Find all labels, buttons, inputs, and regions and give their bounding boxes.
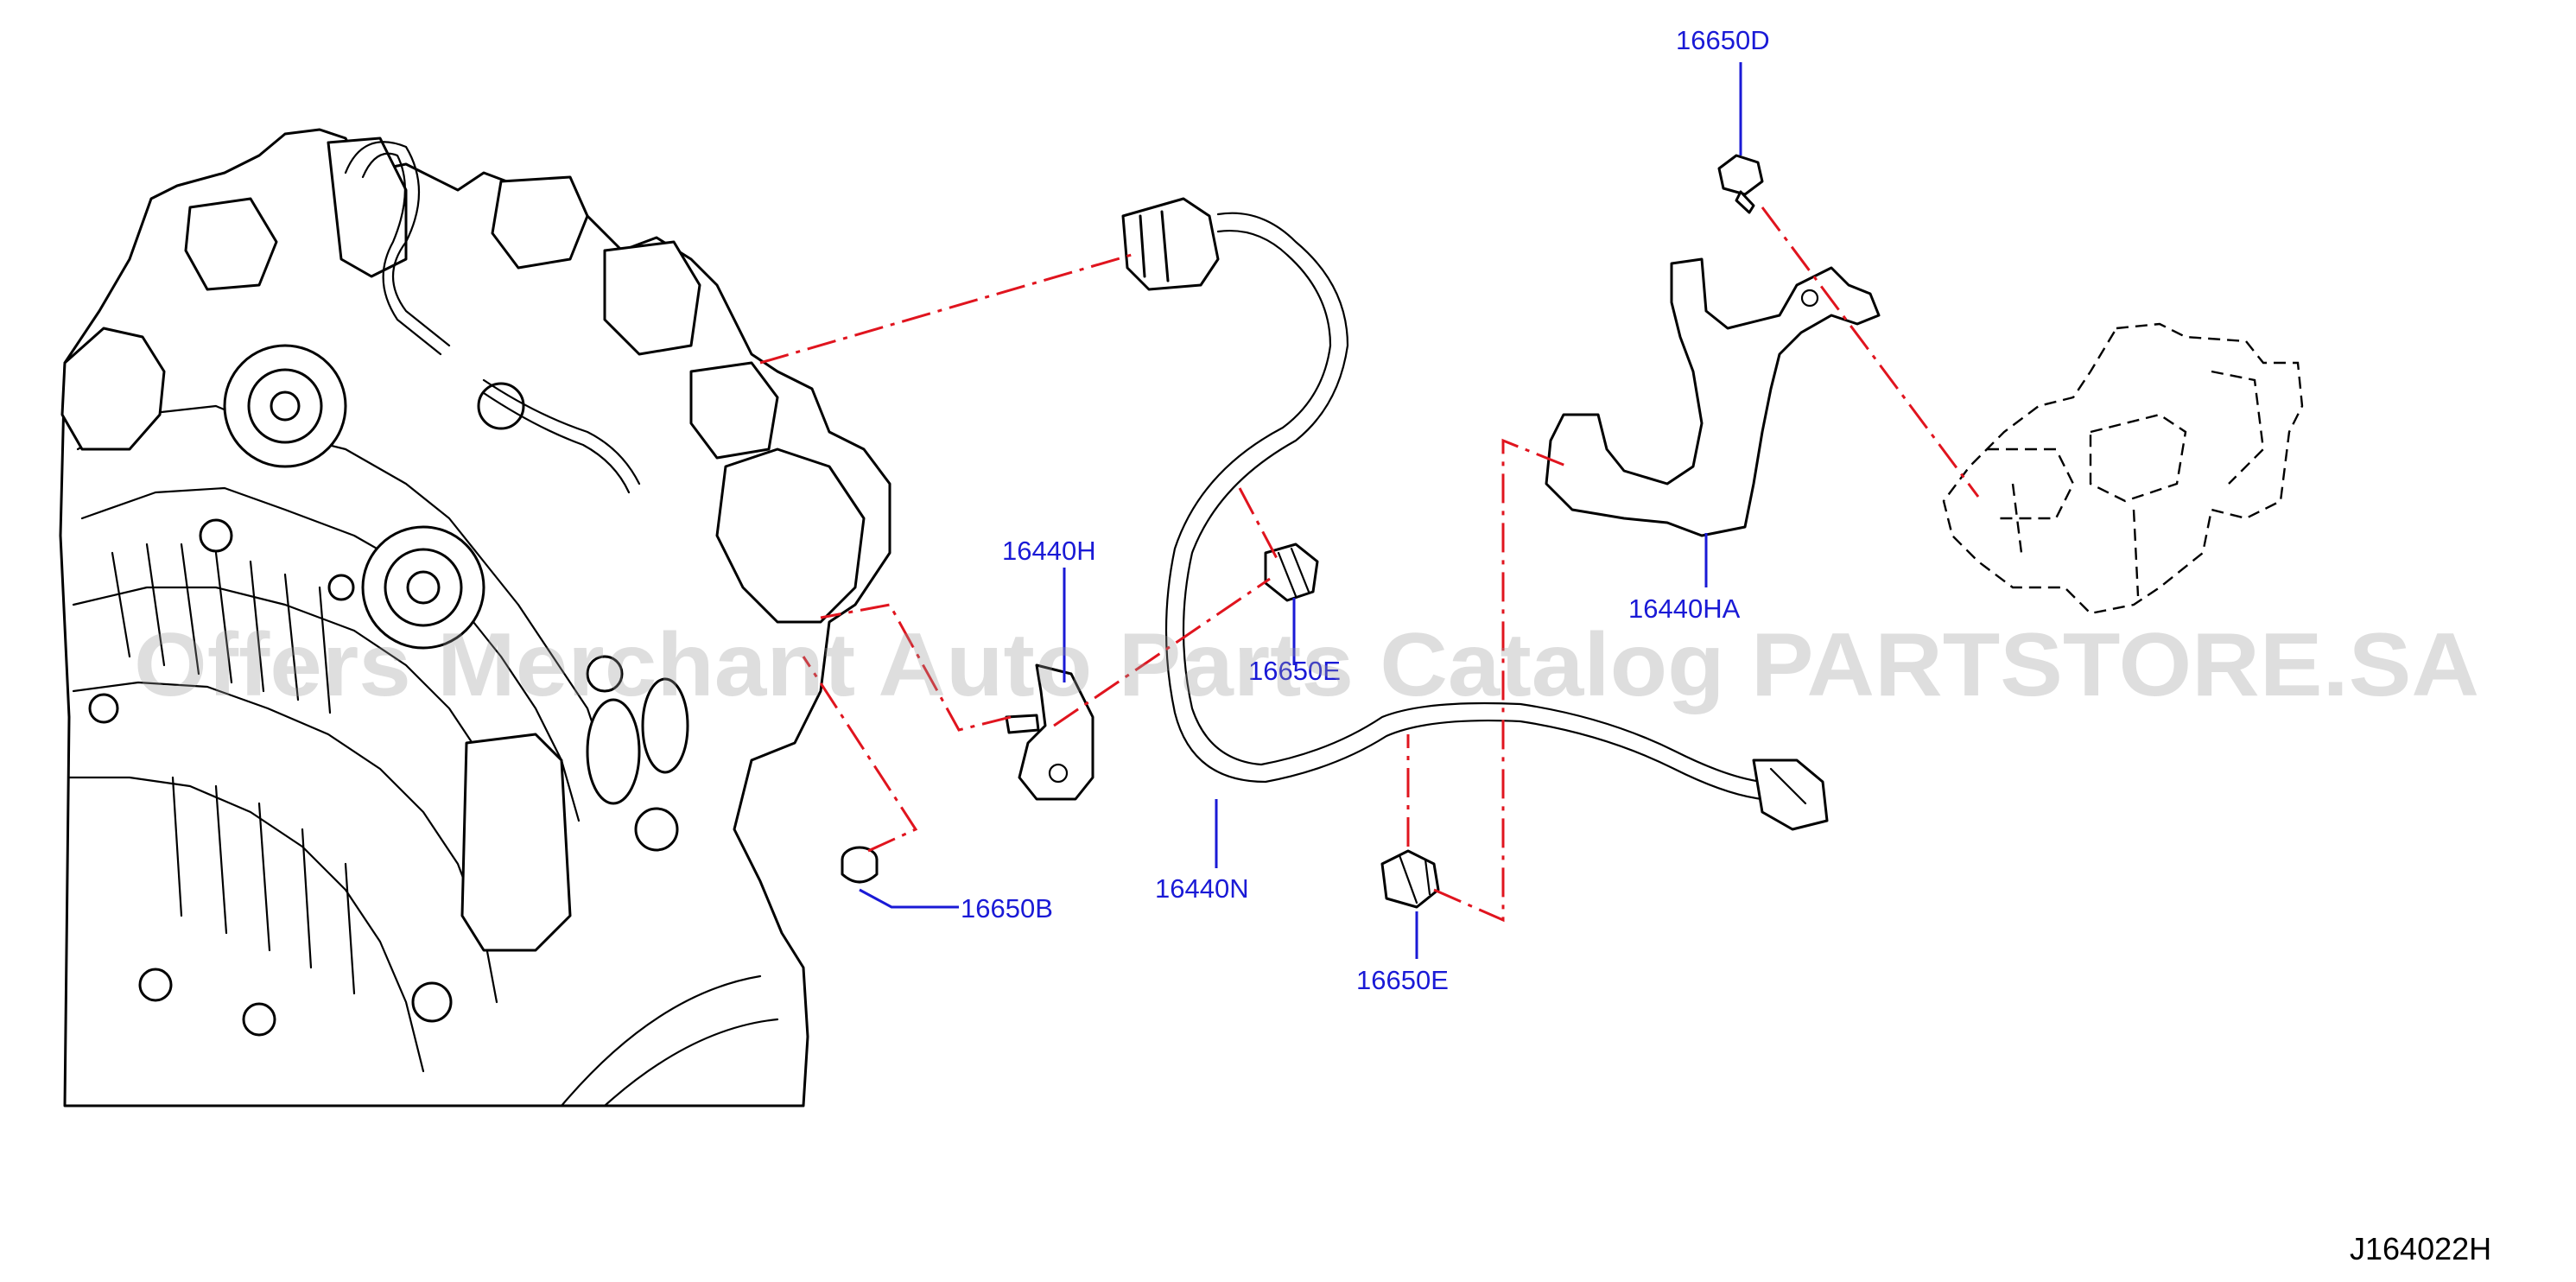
label-16650D[interactable]: 16650D [1676, 25, 1770, 55]
label-16440HA[interactable]: 16440HA [1628, 593, 1741, 624]
ghost-mounting-bracket [1942, 322, 2304, 615]
label-16650E-upper[interactable]: 16650E [1248, 656, 1341, 686]
label-16440H[interactable]: 16440H [1002, 536, 1096, 566]
leader-lines [859, 62, 1742, 959]
watermark-text: Offers Merchant Auto Parts Catalog PARTS… [134, 615, 2479, 715]
callout-lines [759, 206, 1980, 923]
leader-16650B [859, 888, 959, 909]
callout-bolt-16650D [1761, 206, 1980, 498]
nut-16650B [841, 846, 879, 884]
label-16650B[interactable]: 16650B [961, 893, 1053, 923]
label-16440N[interactable]: 16440N [1155, 873, 1249, 904]
callout-nut-16650B [802, 656, 918, 853]
part-labels: 16650D 16440H 16650E 16440HA 16650B 1644… [961, 25, 1770, 995]
callout-clip-upper [1238, 487, 1280, 562]
diagram-id: J164022H [2350, 1231, 2491, 1266]
harness-clip-lower [1380, 849, 1440, 909]
callout-bracket-hole [1053, 577, 1271, 727]
callout-harness-connector [759, 253, 1133, 365]
callout-bracket-16440H [820, 603, 1012, 732]
engine-assembly-illustration [59, 128, 891, 1107]
bracket-16440HA [1545, 257, 1881, 537]
bolt-16650D [1717, 154, 1764, 214]
sensor-harness-illustration [1121, 197, 1829, 831]
label-16650E-lower[interactable]: 16650E [1356, 965, 1449, 995]
callout-clip-lower [1433, 438, 1569, 923]
